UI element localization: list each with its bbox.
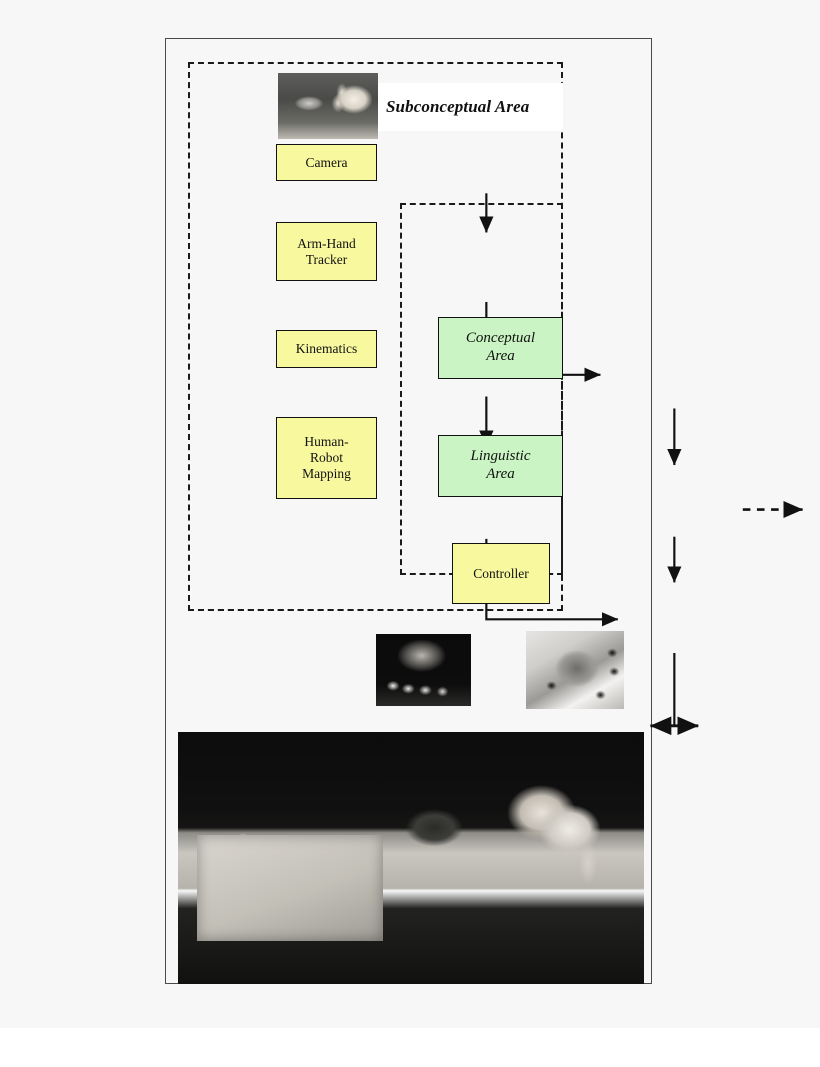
node-human-robot-mapping-line3: Mapping bbox=[302, 465, 351, 481]
node-conceptual-area-line1: Conceptual bbox=[465, 330, 536, 347]
node-linguistic-area-label: Linguistic Area bbox=[470, 448, 530, 483]
node-human-robot-mapping[interactable]: Human- Robot Mapping bbox=[276, 417, 377, 499]
node-linguistic-area[interactable]: Linguistic Area bbox=[438, 435, 563, 497]
node-conceptual-area[interactable]: Conceptual Area bbox=[438, 317, 563, 379]
figure-page: Subconceptual Area bbox=[165, 38, 804, 984]
node-human-robot-mapping-line1: Human- bbox=[304, 434, 349, 450]
node-conceptual-area-label: Conceptual Area bbox=[466, 330, 535, 365]
robot-hand-dark-photo bbox=[376, 634, 471, 706]
node-kinematics-label: Kinematics bbox=[295, 341, 358, 357]
subconceptual-area-label: Subconceptual Area bbox=[386, 97, 530, 116]
node-linguistic-area-line1: Linguistic bbox=[470, 448, 531, 465]
node-arm-hand-tracker-label: Arm-Hand Tracker bbox=[297, 236, 355, 268]
node-arm-hand-tracker-line2: Tracker bbox=[305, 251, 348, 267]
node-arm-hand-tracker[interactable]: Arm-Hand Tracker bbox=[276, 222, 377, 281]
figure-frame: Subconceptual Area bbox=[165, 38, 804, 984]
node-controller-label: Controller bbox=[473, 565, 529, 581]
node-human-robot-mapping-line2: Robot bbox=[309, 450, 343, 466]
subconceptual-label-band bbox=[378, 83, 563, 131]
node-camera-label: Camera bbox=[305, 154, 348, 170]
node-arm-hand-tracker-line1: Arm-Hand bbox=[297, 235, 356, 251]
node-linguistic-area-line2: Area bbox=[486, 466, 515, 482]
node-kinematics[interactable]: Kinematics bbox=[276, 330, 377, 368]
camera-hand-photo bbox=[278, 73, 378, 139]
node-camera[interactable]: Camera bbox=[276, 144, 377, 181]
robot-hand-sim-photo bbox=[526, 631, 624, 709]
node-human-robot-mapping-label: Human- Robot Mapping bbox=[302, 434, 351, 482]
experimental-setup-photo bbox=[178, 732, 644, 984]
node-controller[interactable]: Controller bbox=[452, 543, 550, 604]
node-conceptual-area-line2: Area bbox=[486, 348, 515, 364]
